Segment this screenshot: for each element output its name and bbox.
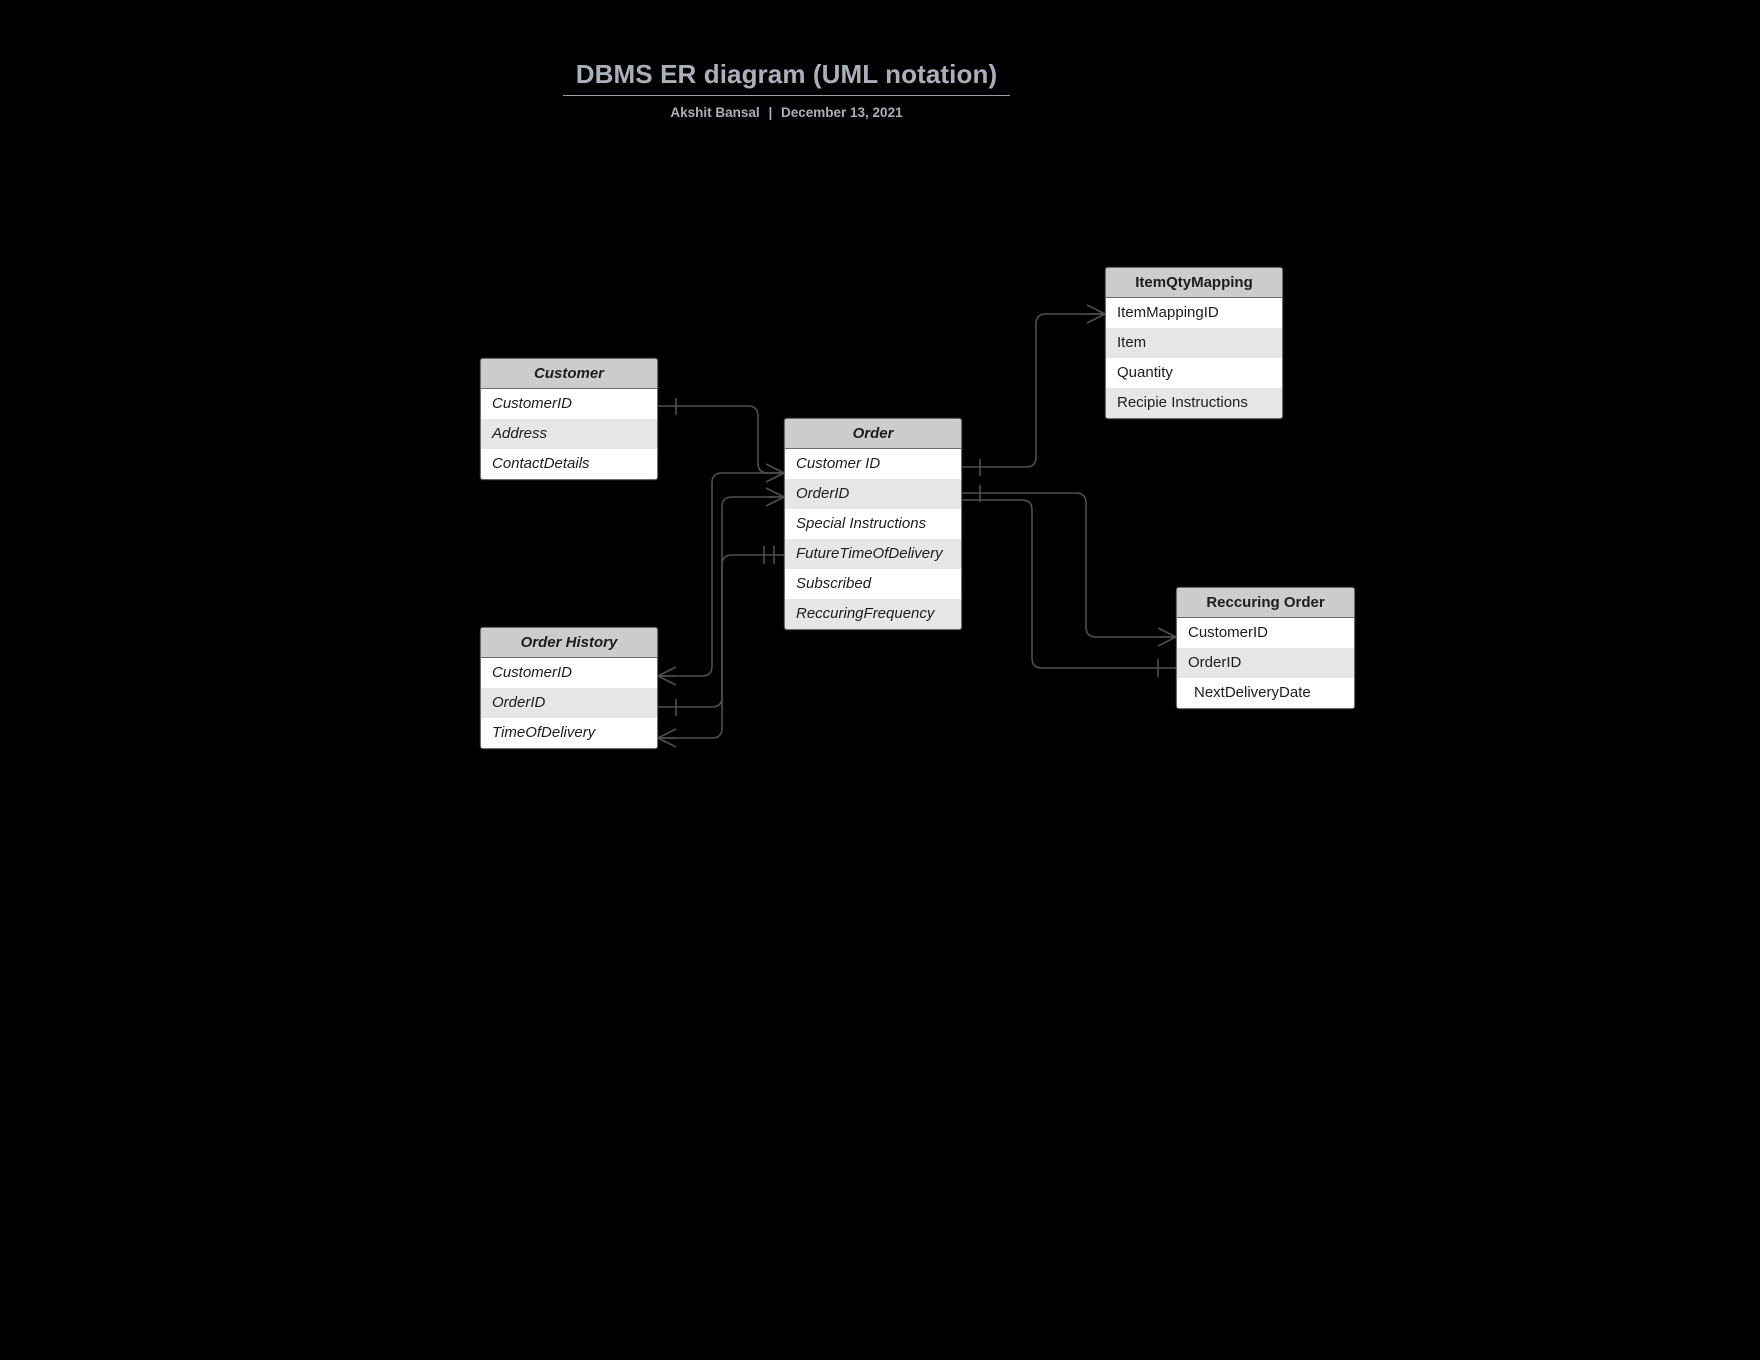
page-title: DBMS ER diagram (UML notation) xyxy=(575,59,998,89)
title-divider xyxy=(563,95,1010,96)
connector-order-reccuringorder-customerid xyxy=(962,485,1177,647)
connector-orderhistory-customer-order xyxy=(657,472,784,686)
entity-item-qty-mapping[interactable]: ItemQtyMapping ItemMappingID Item Quanti… xyxy=(1105,267,1283,419)
entity-order-attr-0[interactable]: Customer ID xyxy=(785,449,961,479)
entity-reccuring-order-attr-2[interactable]: NextDeliveryDate xyxy=(1177,678,1354,708)
connector-order-reccuringorder-orderid xyxy=(962,499,1176,677)
entity-order-attr-4[interactable]: Subscribed xyxy=(785,569,961,599)
entity-customer-attr-0[interactable]: CustomerID xyxy=(481,389,657,419)
byline-date: December 13, 2021 xyxy=(781,105,903,120)
entity-reccuring-order[interactable]: Reccuring Order CustomerID OrderID NextD… xyxy=(1176,587,1355,709)
connector-orderhistory-timeofdelivery-order xyxy=(657,546,784,748)
entity-order-attr-2[interactable]: Special Instructions xyxy=(785,509,961,539)
entity-order[interactable]: Order Customer ID OrderID Special Instru… xyxy=(784,418,962,630)
entity-customer-title: Customer xyxy=(481,359,657,389)
entity-reccuring-order-attr-1[interactable]: OrderID xyxy=(1177,648,1354,678)
title-block: DBMS ER diagram (UML notation) Akshit Ba… xyxy=(563,58,1010,120)
entity-reccuring-order-title: Reccuring Order xyxy=(1177,588,1354,618)
byline: Akshit Bansal | December 13, 2021 xyxy=(563,105,1010,120)
entity-item-qty-mapping-attr-1[interactable]: Item xyxy=(1106,328,1282,358)
entity-order-history[interactable]: Order History CustomerID OrderID TimeOfD… xyxy=(480,627,658,749)
entity-item-qty-mapping-title: ItemQtyMapping xyxy=(1106,268,1282,298)
entity-order-history-attr-2[interactable]: TimeOfDelivery xyxy=(481,718,657,748)
entity-order-title: Order xyxy=(785,419,961,449)
entity-order-attr-1[interactable]: OrderID xyxy=(785,479,961,509)
entity-customer[interactable]: Customer CustomerID Address ContactDetai… xyxy=(480,358,658,480)
connector-order-itemqtymapping xyxy=(962,304,1106,476)
entity-item-qty-mapping-attr-0[interactable]: ItemMappingID xyxy=(1106,298,1282,328)
entity-order-attr-5[interactable]: ReccuringFrequency xyxy=(785,599,961,629)
byline-author: Akshit Bansal xyxy=(670,105,760,120)
entity-item-qty-mapping-attr-2[interactable]: Quantity xyxy=(1106,358,1282,388)
entity-order-history-title: Order History xyxy=(481,628,657,658)
entity-customer-attr-2[interactable]: ContactDetails xyxy=(481,449,657,479)
entity-reccuring-order-attr-0[interactable]: CustomerID xyxy=(1177,618,1354,648)
entity-order-history-attr-0[interactable]: CustomerID xyxy=(481,658,657,688)
entity-order-history-attr-1[interactable]: OrderID xyxy=(481,688,657,718)
connector-orderhistory-order-orderid xyxy=(658,487,785,716)
byline-separator: | xyxy=(768,105,773,120)
entity-order-attr-3[interactable]: FutureTimeOfDelivery xyxy=(785,539,961,569)
entity-customer-attr-1[interactable]: Address xyxy=(481,419,657,449)
entity-item-qty-mapping-attr-3[interactable]: Recipie Instructions xyxy=(1106,388,1282,418)
connector-customer-order xyxy=(658,398,785,483)
